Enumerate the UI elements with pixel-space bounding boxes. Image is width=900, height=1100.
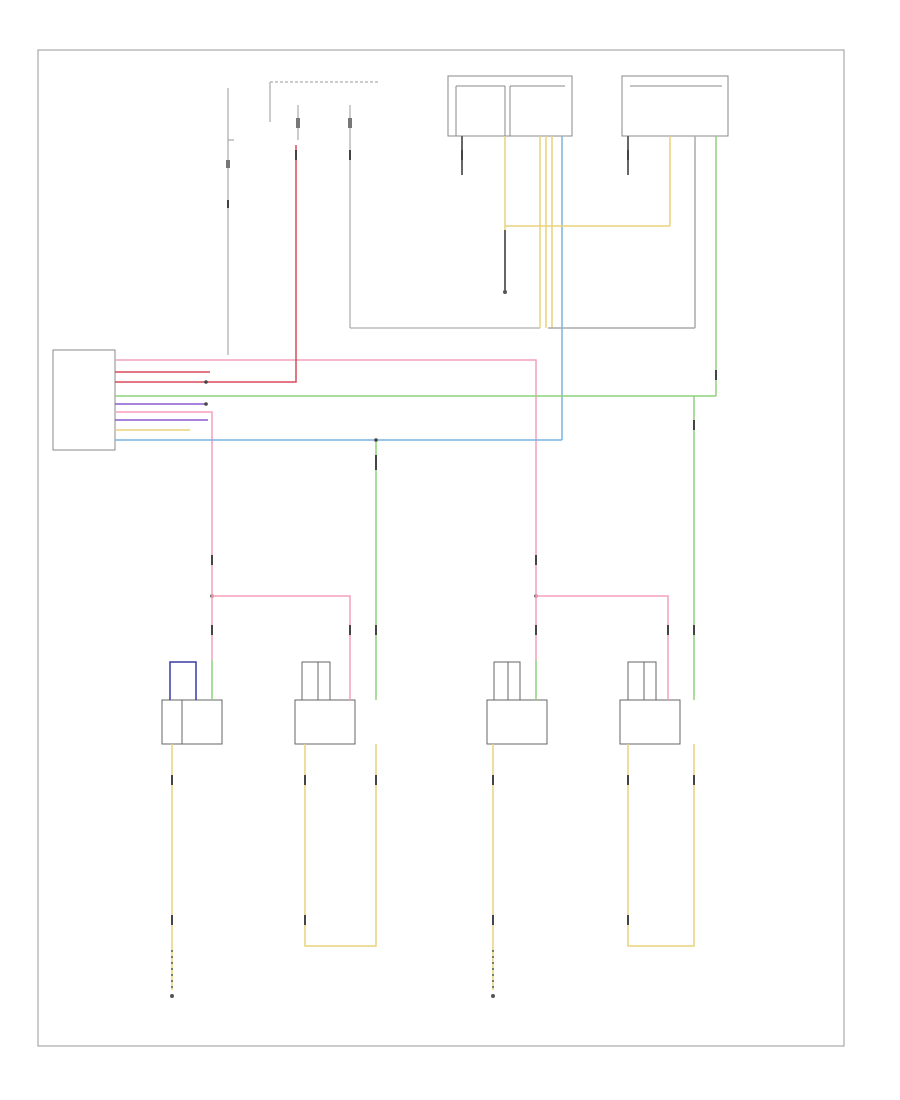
sensor-pink-feeds [211, 580, 669, 660]
ignition-switch-area [227, 81, 540, 355]
ground-symbols [170, 290, 507, 998]
diagram-frame [37, 49, 845, 1047]
relay-ground-stubs [461, 136, 629, 290]
fuse-symbols [226, 118, 352, 168]
connector-ticks [171, 150, 717, 925]
module-wires [115, 145, 716, 660]
ground-wire-dashes [171, 950, 494, 990]
sensor-right-rear [619, 660, 695, 745]
sensor-left-rear [294, 660, 377, 745]
sensor-left-front [161, 660, 223, 745]
control-module [52, 349, 116, 451]
splice-points [204, 380, 538, 598]
left-relay-box [447, 75, 573, 137]
sensor-ground-wires [171, 744, 695, 990]
sensor-right-front [486, 660, 548, 745]
relay-wires [504, 136, 717, 440]
right-relay-box [621, 75, 729, 137]
